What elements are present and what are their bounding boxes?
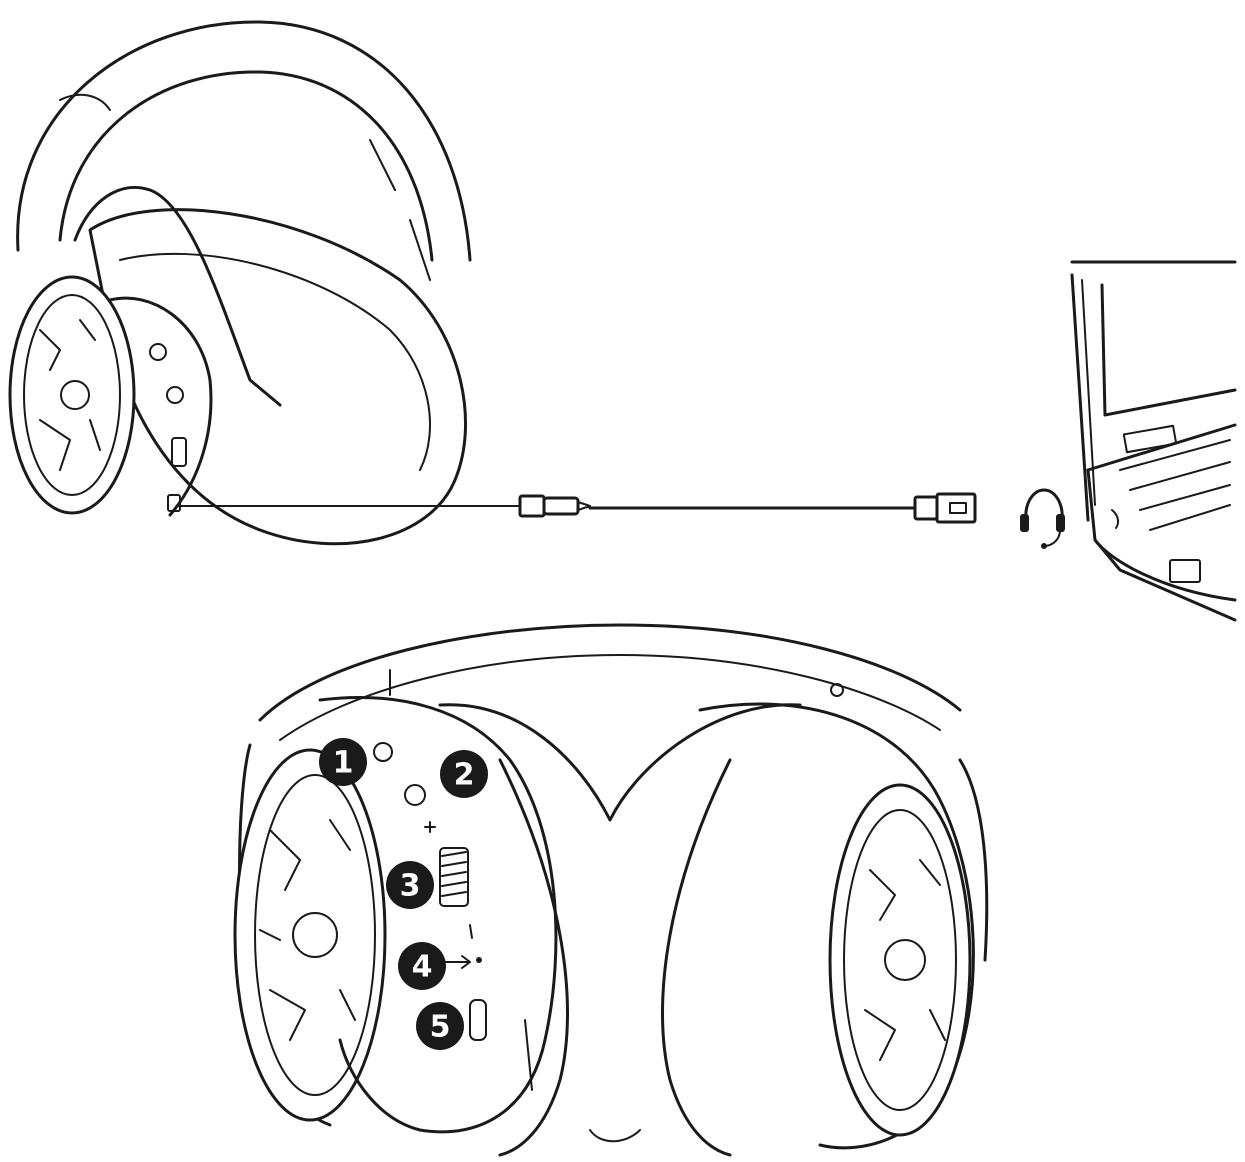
callout-3: 3 [386, 861, 434, 909]
audio-jack-shape [476, 957, 482, 963]
callout-2-label: 2 [454, 758, 475, 793]
usb-cable [177, 492, 977, 524]
usb-c-port-shape [469, 999, 487, 1041]
headset-bottom-illustration [233, 623, 989, 1157]
power-button-shape [373, 742, 393, 762]
laptop-illustration [1070, 260, 1237, 622]
callout-4: 4 [398, 942, 446, 990]
callout-1-label: 1 [333, 746, 354, 781]
callout-5-label: 5 [430, 1010, 451, 1045]
callout-1: 1 [319, 738, 367, 786]
headset-top-illustration [8, 20, 472, 546]
callout-5: 5 [416, 1002, 464, 1050]
headset-icon [1020, 488, 1065, 549]
mic-mute-button-shape [404, 784, 426, 806]
callout-3-label: 3 [400, 869, 421, 904]
callout-2: 2 [440, 750, 488, 798]
callout-4-label: 4 [412, 950, 433, 985]
volume-wheel-shape [439, 847, 469, 907]
